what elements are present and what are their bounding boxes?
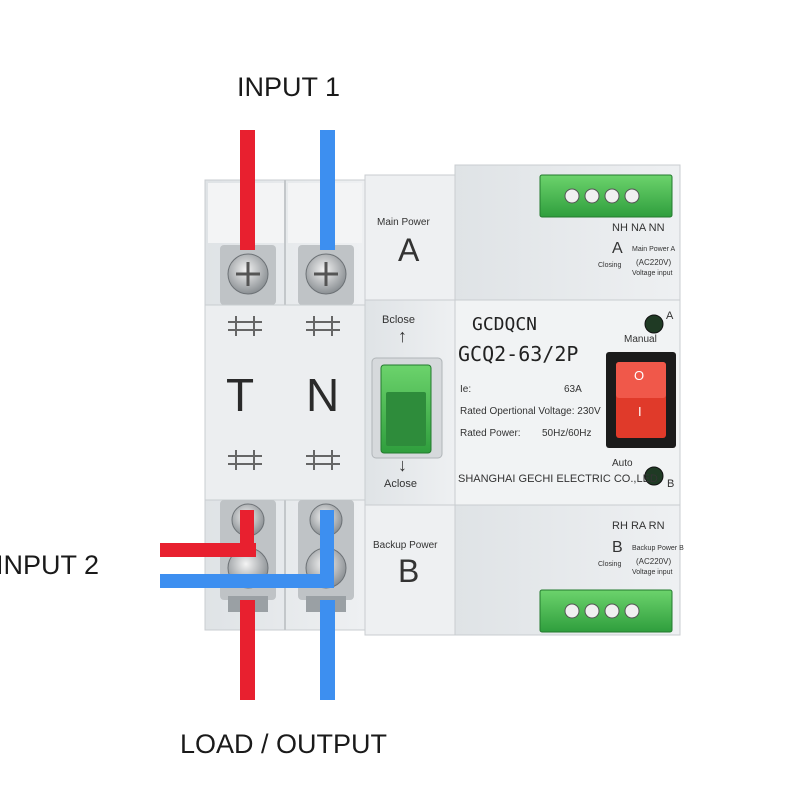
spec-ie-value: 63A — [564, 384, 582, 395]
spec-voltage: Rated Opertional Voltage: 230V — [460, 406, 601, 417]
spec-ie-label: Ie: — [460, 384, 472, 395]
down-arrow-icon: ↓ — [398, 455, 407, 475]
rocker-off-mark: O — [634, 368, 645, 383]
note-b-left: Closing — [598, 561, 622, 568]
note-a-left: Closing — [598, 262, 622, 269]
note-b-1: Backup Power B — [632, 545, 684, 552]
note-a-1: Main Power A — [632, 246, 676, 253]
terminals-b: RH RA RN — [612, 520, 665, 532]
input1-label: INPUT 1 — [237, 72, 341, 102]
rocker-on-mark: I — [638, 404, 642, 419]
manual-label: Manual — [624, 334, 657, 345]
bclose-label: Bclose — [382, 314, 416, 326]
aclose-label: Aclose — [384, 478, 418, 490]
led-a — [644, 314, 664, 334]
pole-t-label: T — [226, 369, 255, 421]
note-a-3: Voltage input — [632, 270, 673, 277]
terminals-a: NH NA NN — [612, 222, 665, 234]
led-b — [644, 466, 664, 486]
note-b-2: (AC220V) — [636, 557, 672, 566]
sub-letter-b: B — [612, 539, 623, 556]
model-label: GCQ2-63/2P — [458, 342, 579, 366]
led-a-label: A — [666, 310, 674, 322]
sub-letter-a: A — [612, 240, 623, 257]
backup-power-title: Backup Power — [373, 540, 438, 551]
maker-label: SHANGHAI GECHI ELECTRIC CO.,LED — [458, 473, 658, 485]
note-b-3: Voltage input — [632, 569, 673, 576]
auto-label: Auto — [612, 458, 633, 469]
main-power-title: Main Power — [377, 217, 430, 228]
input2-label: INPUT 2 — [0, 550, 100, 580]
brand-label: GCDQCN — [472, 314, 538, 335]
pole-n-label: N — [306, 369, 340, 421]
spec-power-value: 50Hz/60Hz — [542, 428, 592, 439]
output-label: LOAD / OUTPUT — [180, 729, 388, 759]
wires — [160, 130, 335, 700]
note-a-2: (AC220V) — [636, 258, 672, 267]
spec-power-label: Rated Power: — [460, 428, 521, 439]
led-b-label: B — [667, 478, 675, 490]
up-arrow-icon: ↑ — [398, 326, 407, 346]
backup-power-letter: B — [398, 553, 420, 589]
main-power-letter: A — [398, 232, 420, 268]
